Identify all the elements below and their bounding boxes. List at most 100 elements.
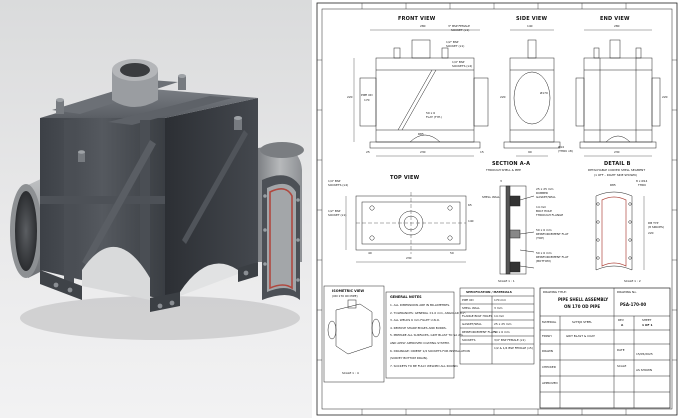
side-top: 140 xyxy=(527,24,533,28)
side-view-title: SIDE VIEW xyxy=(516,16,548,22)
tb-drawing-no: PSA-170-00 xyxy=(620,302,647,307)
front-socket-1b: SOCKET (x1) xyxy=(451,28,470,32)
front-socket-2: 1/2" BSP xyxy=(446,40,459,44)
side-dia: Ø170 xyxy=(540,91,548,95)
tb-date-label: DATE xyxy=(617,348,625,352)
tb-checked-label: CHECKED xyxy=(542,365,556,369)
sec-d2: 14 mm xyxy=(536,205,547,209)
end-view-title: END VIEW xyxy=(600,16,630,22)
top-socket-bb: SOCKET (x1) xyxy=(328,213,347,217)
front-view-title: FRONT VIEW xyxy=(398,16,436,22)
front-socket-3b: SOCKETS (x4) xyxy=(452,64,473,68)
tb-approved-label: APPROVED xyxy=(542,381,558,385)
section-title: SECTION A-A xyxy=(492,161,531,167)
front-top-width: 280 xyxy=(420,24,426,28)
spec-row-value: 1/2 & 1/4 BSP FEMALE (x5) xyxy=(494,345,533,350)
tb-date: 15/05/2025 xyxy=(636,352,653,356)
sec-d3: 50 x 6 mm xyxy=(536,228,552,232)
general-note-item: 6. DRAINAGE: ORIENT 1/4 SOCKETS FOR INST… xyxy=(390,348,470,353)
tb-drawing-title-label: DRAWING TITLE: xyxy=(543,290,567,294)
spec-row-value: 50 x 6 mm xyxy=(494,329,510,334)
end-bottom: 230 xyxy=(614,150,620,154)
iso-scale: SCALE 1 : 4 xyxy=(342,371,359,375)
sec-shell-wall: SHELL WALL xyxy=(482,195,500,199)
tb-finish-label: FINISH xyxy=(542,334,552,338)
sec-wall-t: 3 xyxy=(500,179,502,183)
general-note-item: 7. SOCKETS TO BE FULLY WELDED ALL ROUND. xyxy=(390,363,459,368)
general-note-item: 2. TOLERANCES: GENERAL ±1.0 mm, ANGULAR … xyxy=(390,310,467,315)
sec-d4c: (BOTTOM) xyxy=(536,259,551,263)
pipe-shell-render xyxy=(10,59,304,340)
general-note-item: 3. ALL WELDS 6 mm FILLET U.N.O. xyxy=(390,318,440,323)
top-depth: 140 xyxy=(468,219,474,223)
spec-row-value: 3 mm xyxy=(494,305,503,310)
spec-row-value: 170 mm xyxy=(494,297,507,302)
tb-material-label: MATERIAL xyxy=(542,320,557,324)
front-flat: 50 x 6 xyxy=(426,111,436,115)
front-pipe-od: PIPE OD xyxy=(361,93,373,97)
end-height: 220 xyxy=(662,95,668,99)
front-height: 220 xyxy=(347,95,353,99)
det-n1b: THRU xyxy=(638,183,647,187)
tb-rev: A xyxy=(621,323,624,327)
spec-title: SPECIFICATION / MATERIALS xyxy=(466,290,512,294)
sec-d3b: REINFORCEMENT FLAT xyxy=(536,232,569,236)
spec-row-key: GASKET/SEAL xyxy=(462,321,482,326)
detail-title: DETAIL B xyxy=(604,161,631,167)
iso-title: ISOMETRIC VIEW xyxy=(332,289,365,293)
general-note-item: AND APPLY APPROVED COATING SYSTEM. xyxy=(390,341,450,345)
spec-row-key: SOCKETS xyxy=(462,337,476,342)
spec-row-key: FLANGE BOLT HOLES xyxy=(462,313,493,318)
front-d15: 15 xyxy=(480,150,484,154)
sec-d1c: GASKET/SEAL xyxy=(536,195,556,199)
det-h: 220 xyxy=(648,231,654,235)
detail-subtitle-2: (1 OFF – RIGHT SIDE SHOWN) xyxy=(594,173,637,177)
sec-d1b: RUBBER xyxy=(536,191,548,195)
end-top: 280 xyxy=(614,24,620,28)
side-bottom: 90 xyxy=(528,150,532,154)
sec-d3c: (TOP) xyxy=(536,236,545,240)
section-subtitle: THROUGH SHELL & PIPE xyxy=(486,168,521,172)
side-height: 220 xyxy=(500,95,506,99)
sec-d4b: REINFORCEMENT FLAT xyxy=(536,255,569,259)
front-r85: R85 xyxy=(418,132,424,136)
spec-row-key: SHELL WALL xyxy=(462,305,480,310)
tb-drawn-label: DRAWN xyxy=(542,349,553,353)
det-n2b: (8 SPACES) xyxy=(648,225,665,229)
section-scale: SCALE 1 : 1 xyxy=(498,279,515,283)
sec-d2c: THROUGH FLANGE xyxy=(536,213,564,217)
top-d65: 65 xyxy=(468,203,472,207)
det-n2: DB TYP xyxy=(648,221,659,225)
top-view-title: TOP VIEW xyxy=(390,175,420,181)
top-width: 230 xyxy=(406,256,412,260)
front-bottom-width: 230 xyxy=(420,150,426,154)
tb-finish: GRIT BLAST & COAT xyxy=(566,334,595,338)
front-flat-b: FLAT (TYP.) xyxy=(426,115,442,119)
front-pipe-od-val: 170 xyxy=(364,98,370,102)
general-notes-title: GENERAL NOTES xyxy=(390,295,422,299)
drawing-linework xyxy=(316,2,678,416)
front-socket-3: 1/4" BSP xyxy=(452,60,465,64)
drawing-sheet: FRONT VIEW SIDE VIEW END VIEW TOP VIEW S… xyxy=(314,0,680,418)
general-note-item: 1. ALL DIMENSIONS ARE IN MILLIMETRES. xyxy=(390,303,450,307)
render-panel xyxy=(0,0,312,418)
spec-row-key: REINFORCEMENT FLATS xyxy=(462,329,497,334)
general-note-item: (SURVEY BOTTOM DRAIN). xyxy=(390,356,428,361)
general-note-item: 4. REMOVE SHARP EDGES AND BURRS. xyxy=(390,325,447,330)
det-n1: 8 x Ø14 xyxy=(636,179,648,183)
side-bolt: Ø14 xyxy=(558,145,564,149)
iso-subtitle: (ON 170 OD PIPE) xyxy=(332,294,358,298)
front-d25: 25 xyxy=(366,150,370,154)
detail-subtitle: DETACHABLE CURVED SHELL SEGMENT xyxy=(588,168,646,172)
tb-title-1: PIPE SHELL ASSEMBLY xyxy=(558,297,609,302)
front-socket-2b: SOCKET (x1) xyxy=(446,44,465,48)
tb-sheet-label: SHEET xyxy=(642,318,652,322)
det-r: R85 xyxy=(610,183,616,187)
sec-d2b: BOLT HOLE xyxy=(536,209,552,213)
top-d50: 50 xyxy=(450,251,454,255)
tb-sheet: 1 OF 1 xyxy=(642,323,653,327)
sec-d1: 25 x 25 mm xyxy=(536,187,554,191)
tb-scale: AS SHOWN xyxy=(636,368,653,372)
front-socket-1: 3" BSP FEMALE xyxy=(448,24,470,28)
tb-rev-label: REV xyxy=(618,318,624,322)
